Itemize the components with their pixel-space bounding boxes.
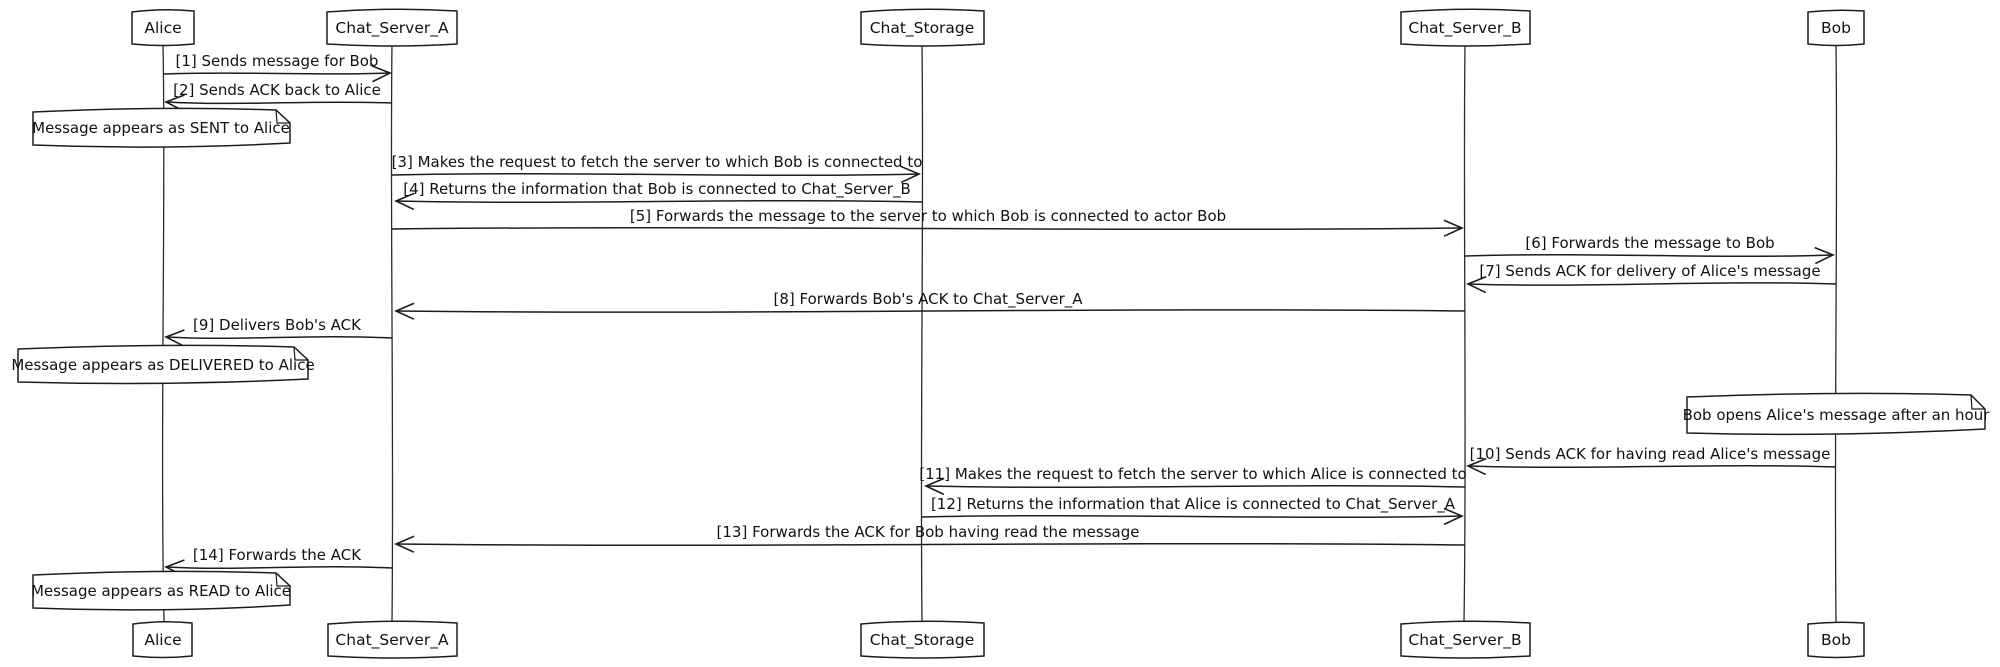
- message-label-3: [3] Makes the request to fetch the serve…: [392, 153, 923, 171]
- note-bob-opens-fold-icon: [1970, 394, 1985, 410]
- message-arrow-5: [391, 219, 1464, 237]
- note-sent-text: Message appears as SENT to Alice: [32, 119, 290, 137]
- actor-label-chat-storage-bottom: Chat_Storage: [870, 631, 975, 650]
- actor-box-alice-bottom: [132, 620, 193, 659]
- lifeline-chat-server-b: [1463, 44, 1466, 623]
- message-arrow-9: [164, 329, 393, 347]
- note-sent-fold-icon: [275, 109, 290, 124]
- actor-box-bob-top: [1807, 9, 1865, 47]
- message-arrow-6: [1464, 246, 1835, 265]
- actor-label-alice-bottom: Alice: [144, 631, 181, 649]
- actor-label-chat-server-b-top: Chat_Server_B: [1408, 19, 1521, 38]
- message-label-1: [1] Sends message for Bob: [176, 52, 379, 70]
- message-label-13: [13] Forwards the ACK for Bob having rea…: [717, 523, 1140, 541]
- lifeline-chat-server-a: [390, 44, 394, 623]
- message-label-11: [11] Makes the request to fetch the serv…: [919, 465, 1466, 483]
- actor-box-alice-top: [131, 8, 195, 47]
- note-read-text: Message appears as READ to Alice: [31, 582, 291, 600]
- actor-label-chat-server-a-bottom: Chat_Server_A: [335, 631, 449, 650]
- message-arrow-3: [391, 165, 921, 184]
- message-arrow-12: [921, 507, 1464, 526]
- actor-box-chat-server-a-top: [326, 8, 458, 47]
- note-delivered-text: Message appears as DELIVERED to Alice: [11, 356, 314, 374]
- message-label-12: [12] Returns the information that Alice …: [931, 495, 1456, 514]
- message-arrow-11: [924, 477, 1466, 496]
- note-delivered-fold-icon: [293, 346, 308, 361]
- message-arrow-10: [1466, 457, 1837, 476]
- actor-box-chat-storage-bottom: [860, 620, 985, 659]
- message-label-14: [14] Forwards the ACK: [193, 546, 362, 564]
- message-label-9: [9] Delivers Bob's ACK: [193, 316, 362, 334]
- message-label-2: [2] Sends ACK back to Alice: [173, 81, 381, 99]
- note-read-fold-icon: [275, 572, 290, 587]
- actor-box-chat-server-b-bottom: [1400, 620, 1531, 659]
- note-bob-opens: [1686, 392, 1986, 436]
- lifeline-bob: [1834, 44, 1838, 623]
- lifeline-chat-storage: [920, 44, 924, 623]
- message-arrow-14: [164, 559, 393, 577]
- actor-label-bob-top: Bob: [1821, 19, 1851, 37]
- message-arrow-1: [162, 65, 392, 83]
- note-bob-opens-text: Bob opens Alice's message after an hour: [1683, 406, 1991, 424]
- note-read: [32, 570, 291, 611]
- note-delivered: [17, 344, 309, 385]
- actor-box-chat-server-a-bottom: [327, 620, 458, 659]
- actor-label-chat-server-b-bottom: Chat_Server_B: [1408, 631, 1521, 650]
- actor-label-alice-top: Alice: [144, 19, 181, 37]
- note-sent: [32, 107, 291, 148]
- message-label-4: [4] Returns the information that Bob is …: [403, 180, 911, 199]
- message-arrow-4: [394, 192, 923, 211]
- message-label-7: [7] Sends ACK for delivery of Alice's me…: [1479, 262, 1820, 280]
- actor-box-chat-storage-top: [860, 8, 985, 47]
- message-arrow-13: [394, 535, 1466, 553]
- actor-label-chat-storage-top: Chat_Storage: [870, 19, 975, 38]
- actor-label-bob-bottom: Bob: [1821, 631, 1851, 649]
- message-arrow-8: [394, 302, 1466, 320]
- message-label-8: [8] Forwards Bob's ACK to Chat_Server_A: [773, 290, 1083, 309]
- message-label-10: [10] Sends ACK for having read Alice's m…: [1470, 445, 1831, 463]
- actor-label-chat-server-a-top: Chat_Server_A: [335, 19, 449, 38]
- message-arrow-2: [164, 94, 393, 112]
- message-arrow-7: [1466, 275, 1837, 294]
- actor-box-chat-server-b-top: [1400, 8, 1531, 47]
- message-label-6: [6] Forwards the message to Bob: [1525, 234, 1774, 252]
- message-label-5: [5] Forwards the message to the server t…: [630, 207, 1226, 225]
- actor-box-bob-bottom: [1807, 621, 1865, 659]
